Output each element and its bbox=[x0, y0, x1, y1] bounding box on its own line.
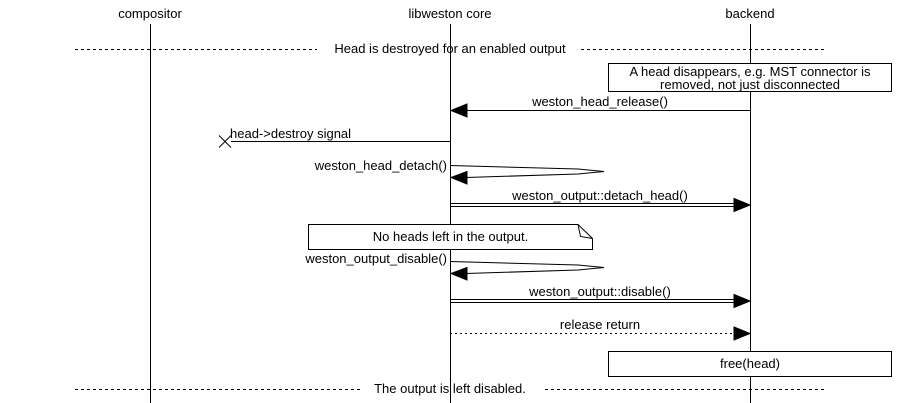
note-head-disappears: A head disappears, e.g. MST connector is… bbox=[608, 63, 892, 92]
note-no-heads-label: No heads left in the output. bbox=[372, 229, 529, 244]
message-head-release-label: weston_head_release() bbox=[532, 94, 668, 109]
self-message-head-detach-arrowhead bbox=[449, 170, 468, 185]
self-message-output-disable-loop bbox=[449, 261, 605, 274]
participant-compositor: compositor bbox=[118, 6, 182, 21]
message-head-detach-label: weston_head_detach() bbox=[314, 158, 447, 173]
self-message-output-disable-arrowhead bbox=[449, 266, 468, 281]
message-output-disable-call-label: weston_output::disable() bbox=[529, 284, 671, 299]
message-head-release-arrowhead bbox=[449, 103, 468, 118]
message-release-return-label: release return bbox=[559, 317, 641, 332]
message-detach-head-arrowhead bbox=[733, 197, 752, 213]
action-box-free-head: free(head) bbox=[608, 351, 892, 377]
message-output-disable-label: weston_output_disable() bbox=[305, 251, 447, 266]
self-message-head-detach-loop bbox=[449, 165, 605, 178]
lost-message-x-icon bbox=[218, 135, 232, 148]
divider-bottom-label: The output is left disabled. bbox=[374, 381, 526, 396]
participant-libweston-core: libweston core bbox=[408, 6, 492, 21]
note-fold-corner-icon bbox=[577, 224, 593, 239]
message-release-return-arrowhead bbox=[733, 326, 752, 341]
message-destroy-signal-label: head->destroy signal bbox=[230, 126, 352, 141]
message-detach-head-label: weston_output::detach_head() bbox=[512, 188, 688, 203]
participant-backend: backend bbox=[725, 6, 775, 21]
message-output-disable-arrowhead bbox=[733, 293, 752, 309]
note-folded-shape bbox=[308, 224, 593, 250]
divider-top-label: Head is destroyed for an enabled output bbox=[334, 41, 566, 56]
